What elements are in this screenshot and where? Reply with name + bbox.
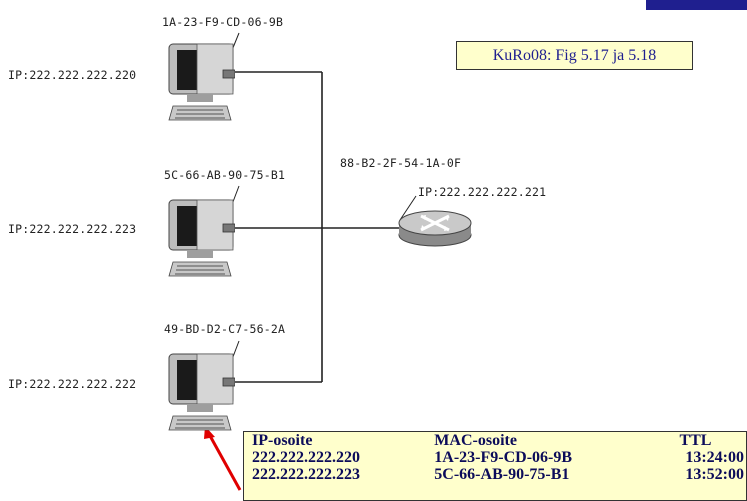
row-2-ip: 222.222.222.223	[252, 466, 360, 483]
host-3-mac: 49-BD-D2-C7-56-2A	[164, 322, 286, 336]
header-mac: MAC-osoite	[434, 432, 517, 449]
header-ip: IP-osoite	[252, 432, 313, 449]
computer-icon[interactable]	[165, 40, 235, 122]
computer-icon[interactable]	[165, 350, 235, 432]
arp-table: IP-osoite MAC-osoite TTL 222.222.222.220…	[243, 431, 747, 501]
host-3-ip: IP:222.222.222.222	[8, 377, 137, 391]
host-1-ip: IP:222.222.222.220	[8, 68, 137, 82]
row-1-ip: 222.222.222.220	[252, 449, 360, 466]
computer-icon[interactable]	[165, 196, 235, 278]
header-ttl: TTL	[679, 432, 712, 449]
arp-arrow-line	[207, 433, 242, 491]
host-1-mac: 1A-23-F9-CD-06-9B	[162, 15, 284, 29]
title-bar-fragment	[646, 0, 747, 10]
router-icon[interactable]	[395, 205, 475, 249]
row-1-ttl: 13:24:00	[685, 449, 744, 466]
row-2-mac: 5C-66-AB-90-75-B1	[434, 466, 570, 483]
table-row: 222.222.222.223 5C-66-AB-90-75-B1 13:52:…	[252, 466, 746, 483]
row-1-mac: 1A-23-F9-CD-06-9B	[434, 449, 573, 466]
host-2-ip: IP:222.222.222.223	[8, 222, 137, 236]
host-2-mac: 5C-66-AB-90-75-B1	[164, 168, 286, 182]
table-row: 222.222.222.220 1A-23-F9-CD-06-9B 13:24:…	[252, 449, 746, 466]
mac-leader-router	[399, 195, 417, 221]
arp-table-header: IP-osoite MAC-osoite TTL	[252, 432, 746, 449]
router-ip: IP:222.222.222.221	[418, 185, 547, 199]
row-2-ttl: 13:52:00	[685, 466, 744, 483]
figure-reference: KuRo08: Fig 5.17 ja 5.18	[456, 41, 693, 70]
router-mac: 88-B2-2F-54-1A-0F	[340, 156, 462, 170]
